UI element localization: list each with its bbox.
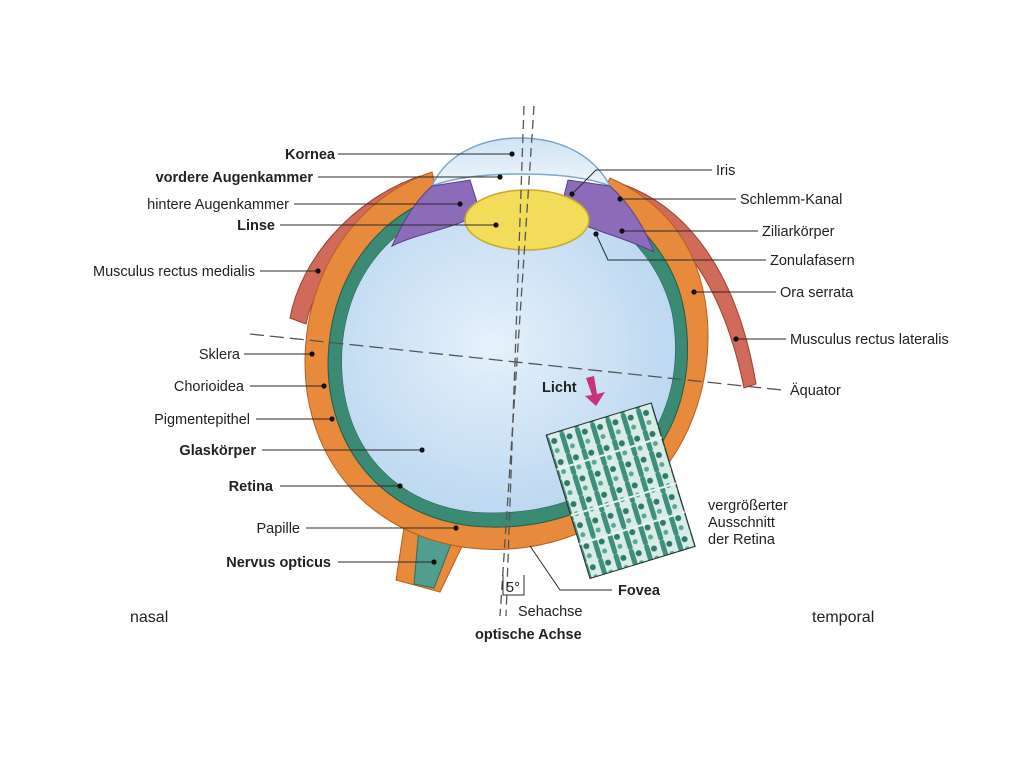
label-linse: Linse — [237, 218, 275, 234]
label-licht: Licht — [542, 380, 577, 396]
label-schlemm-kanal: Schlemm-Kanal — [740, 192, 842, 208]
optische-achse-line — [499, 105, 535, 617]
label-aequator: Äquator — [790, 382, 841, 399]
fovea-leader — [529, 545, 612, 591]
angle-bracket — [502, 575, 525, 596]
label-detail-line2: Ausschnitt — [708, 515, 775, 531]
label-detail-line1: vergrößerter — [708, 498, 788, 514]
label-musculus-rectus-lateralis: Musculus rectus lateralis — [790, 332, 949, 348]
label-kornea: Kornea — [285, 147, 336, 163]
label-ora-serrata: Ora serrata — [780, 285, 854, 301]
label-detail-line3: der Retina — [708, 532, 776, 548]
label-nasal: nasal — [130, 609, 168, 626]
label-pigmentepithel: Pigmentepithel — [154, 412, 250, 428]
label-retina: Retina — [229, 479, 274, 495]
label-vordere-augenkammer: vordere Augenkammer — [156, 170, 314, 186]
aequator-line — [249, 333, 783, 391]
label-sklera: Sklera — [199, 347, 241, 363]
label-sehachse: Sehachse — [518, 604, 583, 620]
retina-detail-image — [545, 402, 696, 580]
label-musculus-rectus-medialis: Musculus rectus medialis — [93, 264, 255, 280]
label-ziliarkoerper: Ziliarkörper — [762, 224, 835, 240]
label-chorioidea: Chorioidea — [174, 379, 245, 395]
zonulafasern-leader — [595, 233, 766, 261]
sehachse-line — [505, 105, 525, 617]
label-angle: 5° — [506, 580, 520, 596]
leader-dots — [309, 151, 739, 565]
iris-leader — [571, 169, 712, 195]
label-temporal: temporal — [812, 609, 874, 626]
label-nervus-opticus: Nervus opticus — [226, 555, 331, 571]
label-papille: Papille — [256, 521, 300, 537]
label-glaskoerper: Glaskörper — [179, 443, 256, 459]
label-iris: Iris — [716, 163, 735, 179]
label-zonulafasern: Zonulafasern — [770, 253, 855, 269]
label-fovea: Fovea — [618, 583, 661, 599]
label-optische-achse: optische Achse — [475, 627, 582, 643]
licht-arrow-icon — [585, 376, 605, 406]
label-hintere-augenkammer: hintere Augenkammer — [147, 197, 289, 213]
